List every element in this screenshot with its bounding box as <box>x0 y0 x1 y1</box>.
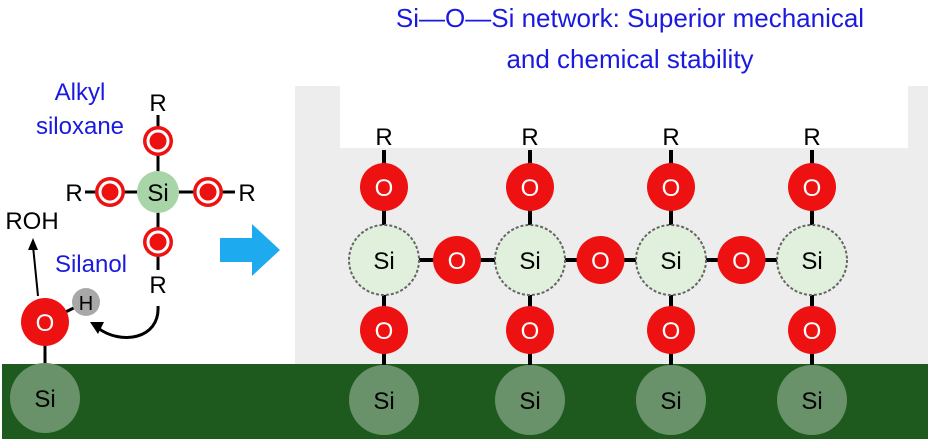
network-si-atom <box>494 224 566 296</box>
bridging-o-atom <box>433 236 481 284</box>
roh-arrow <box>28 238 39 297</box>
network-si-atom <box>635 224 707 296</box>
o-top-atom <box>360 163 408 211</box>
r-group: R <box>521 124 538 151</box>
r-group: R <box>375 124 392 151</box>
label-siloxane: siloxane <box>36 113 124 140</box>
reaction-arrow <box>90 305 160 339</box>
o-bottom-atom <box>506 306 554 354</box>
o-atom <box>21 298 69 346</box>
label-silanol: Silanol <box>55 251 127 278</box>
si-label: Si <box>519 388 540 415</box>
o-label: O <box>375 318 394 345</box>
h-atom <box>72 288 100 316</box>
h-label: H <box>79 293 93 315</box>
bridging-o-atom <box>576 236 625 284</box>
bridging-o-atom <box>717 236 766 284</box>
label-alkyl: Alkyl <box>55 79 106 106</box>
network-si-atom <box>348 224 420 296</box>
o-left-atom <box>95 177 125 207</box>
network-panel <box>295 86 928 368</box>
si-label: Si <box>660 248 681 275</box>
si-label: Si <box>34 386 55 413</box>
si-label: Si <box>801 248 822 275</box>
o-label: O <box>662 175 681 202</box>
label-roh: ROH <box>5 208 58 235</box>
silanol-group: Si O H <box>10 288 100 433</box>
substrate <box>2 364 928 439</box>
alkyl-siloxane-molecule: Si R R R R <box>65 90 255 299</box>
r-left: R <box>65 180 82 207</box>
r-group: R <box>803 124 820 151</box>
o-label: O <box>448 248 467 275</box>
o-label: O <box>803 175 822 202</box>
o-label: O <box>521 175 540 202</box>
o-label: O <box>521 318 540 345</box>
o-label: O <box>375 175 394 202</box>
r-right: R <box>238 180 255 207</box>
o-label: O <box>803 318 822 345</box>
si-label: Si <box>801 388 822 415</box>
network-si-atom <box>776 224 848 296</box>
o-label: O <box>662 318 681 345</box>
r-top: R <box>149 90 166 117</box>
o-label: O <box>36 310 55 337</box>
si-label: Si <box>373 248 394 275</box>
o-bottom-atom <box>647 306 695 354</box>
si-label: Si <box>660 388 681 415</box>
si-label: Si <box>519 248 540 275</box>
r-group: R <box>662 124 679 151</box>
o-right-atom <box>193 177 223 207</box>
o-label: O <box>591 248 610 275</box>
o-top-atom <box>143 126 173 156</box>
r-bottom: R <box>149 272 166 299</box>
o-label: O <box>732 248 751 275</box>
o-top-atom <box>506 163 554 211</box>
substrate-si-atom <box>495 365 565 435</box>
substrate-si-atom <box>777 365 847 435</box>
si-label: Si <box>147 180 168 207</box>
o-top-atom <box>788 163 836 211</box>
substrate-si-atom <box>636 365 706 435</box>
process-arrow-icon <box>220 224 280 276</box>
o-top-atom <box>647 163 695 211</box>
si-atom <box>137 171 179 213</box>
o-bottom-atom <box>143 227 173 257</box>
si-label: Si <box>373 388 394 415</box>
substrate-si-atom <box>349 365 419 435</box>
title-line-1: Si—O—Si network: Superior mechanical <box>396 3 864 33</box>
o-bottom-atom <box>788 306 836 354</box>
title-line-2: and chemical stability <box>506 44 753 74</box>
o-bottom-atom <box>360 306 408 354</box>
substrate-si-atom <box>10 363 80 433</box>
